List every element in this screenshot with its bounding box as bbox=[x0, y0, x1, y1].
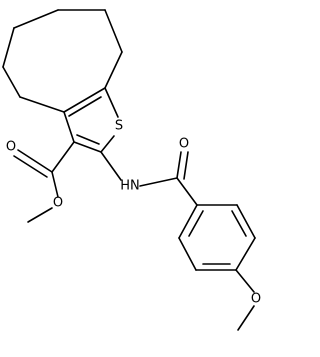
methyl-ester-group bbox=[13, 141, 75, 223]
sulfur-label: S bbox=[115, 119, 123, 134]
benzene-ring bbox=[178, 204, 256, 271]
ester-oxygen-label: O bbox=[53, 196, 63, 211]
structure-drawing: S HN O O O O bbox=[2, 9, 261, 331]
methoxy-group bbox=[235, 269, 255, 331]
thiophene-ring bbox=[63, 87, 119, 153]
ester-carbonyl-oxygen-label: O bbox=[6, 140, 16, 155]
atom-labels: S HN O O O O bbox=[6, 119, 261, 307]
cyclooctane-ring bbox=[2, 9, 123, 113]
molecule-structure: S HN O O O O bbox=[2, 9, 261, 331]
amide-oxygen-label: O bbox=[179, 137, 189, 152]
methoxy-oxygen-label: O bbox=[251, 292, 261, 307]
amide-linkage bbox=[100, 151, 198, 206]
nh-label: HN bbox=[120, 179, 140, 194]
